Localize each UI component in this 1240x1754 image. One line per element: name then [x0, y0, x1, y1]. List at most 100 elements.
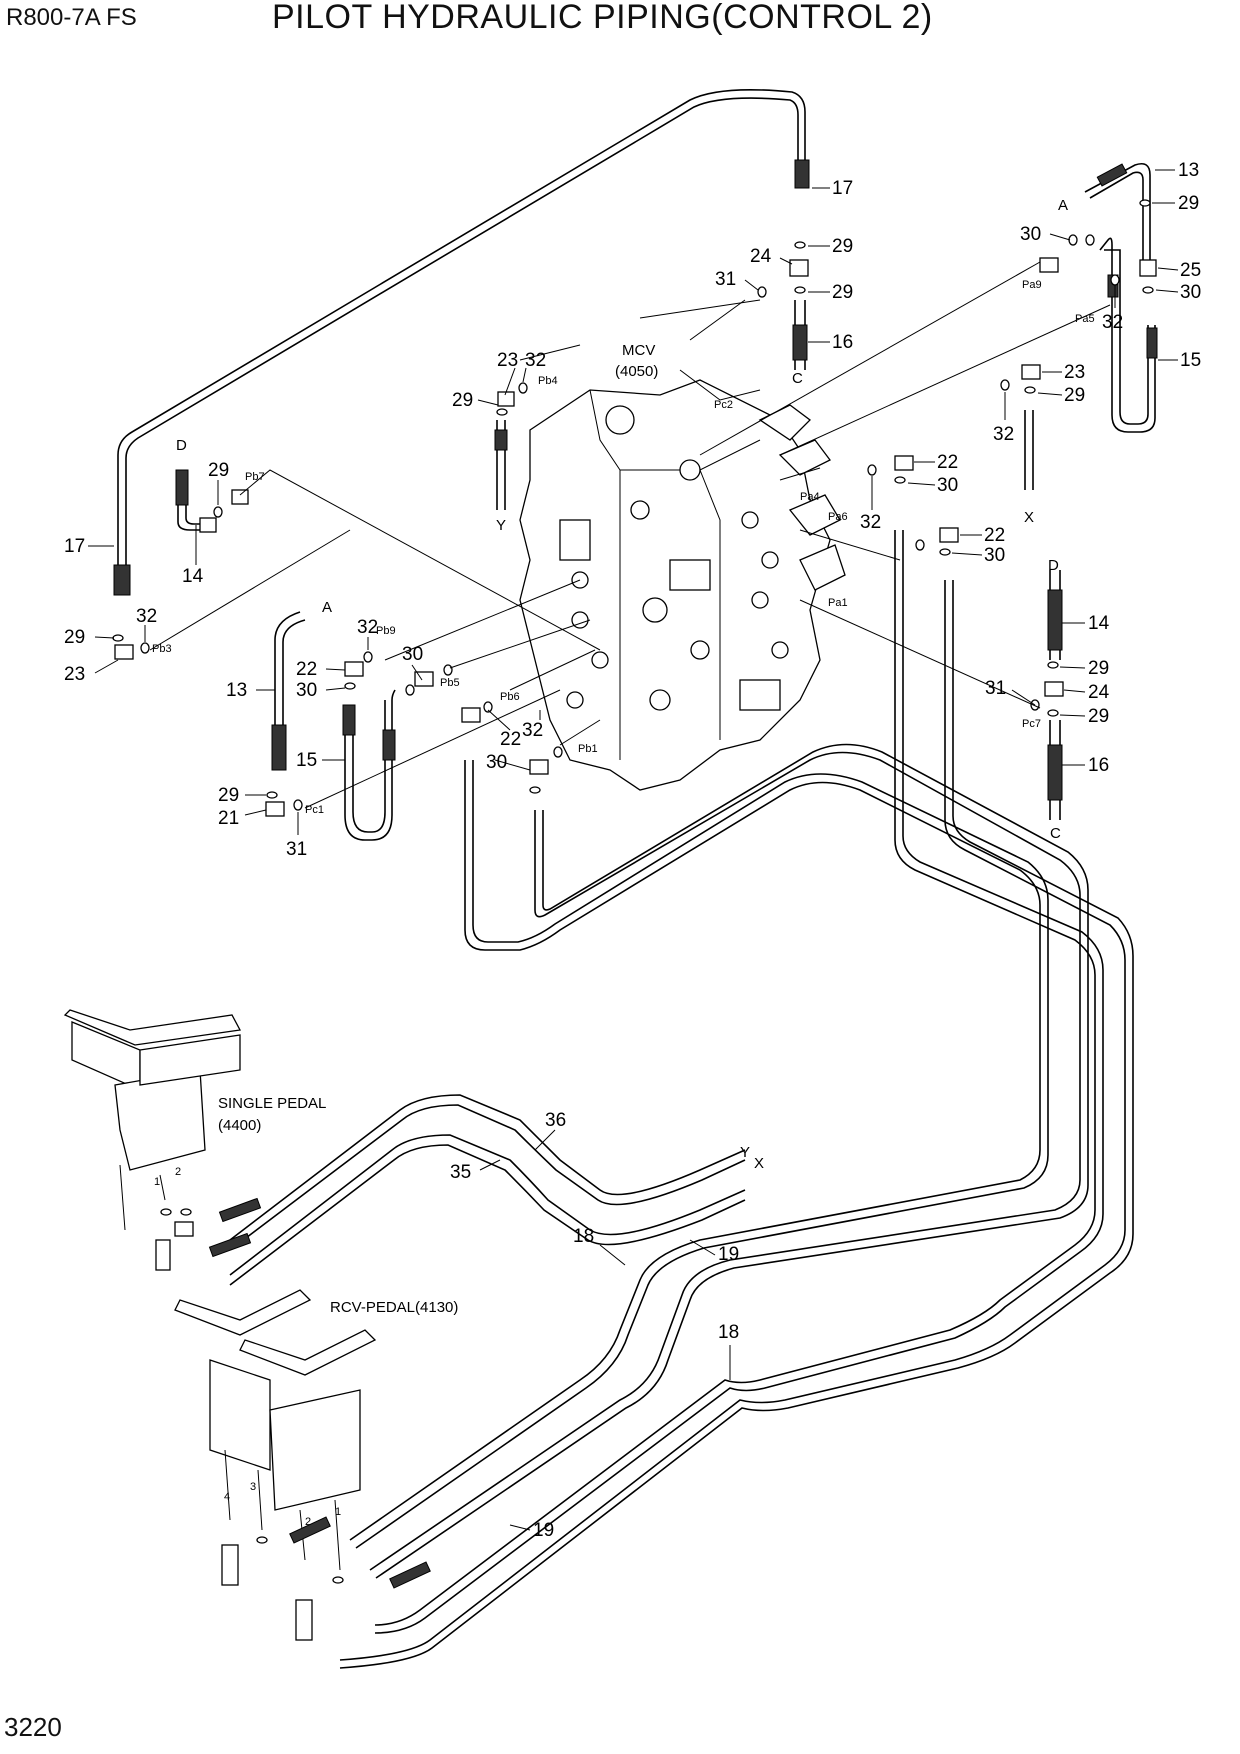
single-pedal-code: (4400) [218, 1117, 261, 1134]
callout: 22 [937, 452, 958, 473]
rcv-pedal-label: RCV-PEDAL(4130) [330, 1299, 458, 1316]
port-label: Pb1 [578, 743, 598, 755]
hose-y-left [494, 420, 508, 510]
port-label: Pa6 [828, 511, 848, 523]
callout: 29 [64, 627, 85, 648]
callout: 32 [136, 606, 157, 627]
hose-18-19-upper [349, 743, 1089, 1579]
pedal-port-number: 2 [175, 1166, 181, 1178]
callout: 29 [832, 236, 853, 257]
hose-14-right [1047, 570, 1063, 660]
hose-x-right [1024, 410, 1034, 490]
callout: 30 [984, 545, 1005, 566]
port-label: Pb7 [245, 471, 265, 483]
callout: 29 [1178, 193, 1199, 214]
connector-letter: C [1050, 825, 1061, 842]
callout: 32 [993, 424, 1014, 445]
single-pedal [63, 1009, 262, 1271]
callout: 29 [208, 460, 229, 481]
connector-letter: Y [496, 517, 506, 534]
callout: 16 [832, 332, 853, 353]
fittings [112, 199, 1157, 817]
callout: 19 [718, 1244, 739, 1265]
connector-letter: A [1058, 197, 1068, 214]
port-label: Pb6 [500, 691, 520, 703]
callout: 30 [1180, 282, 1201, 303]
callout: 32 [522, 720, 543, 741]
connector-letter: X [754, 1155, 764, 1172]
callout: 25 [1180, 260, 1201, 281]
hose-17-long [113, 89, 810, 596]
callout: 23 [64, 664, 85, 685]
port-label: Pa9 [1022, 279, 1042, 291]
pedal-port-number: 3 [250, 1481, 256, 1493]
callout: 31 [286, 839, 307, 860]
pedal-port-number: 4 [224, 1491, 230, 1503]
callout: 14 [182, 566, 204, 587]
connector-letter: C [792, 370, 803, 387]
mcv-label: MCV [622, 342, 655, 359]
port-label: Pa5 [1075, 313, 1095, 325]
callout: 24 [750, 246, 772, 267]
rcv-pedal [174, 1289, 431, 1641]
port-label: Pb9 [376, 625, 396, 637]
callout: 19 [533, 1520, 554, 1541]
callout: 30 [1020, 224, 1041, 245]
callout: 22 [500, 729, 521, 750]
callout: 32 [860, 512, 881, 533]
hose-13-right [1084, 162, 1151, 260]
callout: 13 [1178, 160, 1199, 181]
callout: 35 [450, 1162, 471, 1183]
connector-letters: C A Y X D A D C Y X [176, 197, 1068, 1172]
page-title: PILOT HYDRAULIC PIPING(CONTROL 2) [272, 0, 933, 36]
hose-15-right [1099, 237, 1158, 433]
connector-letter: A [322, 599, 332, 616]
callout: 14 [1088, 613, 1110, 634]
callout: 17 [832, 178, 853, 199]
single-pedal-label: SINGLE PEDAL [218, 1095, 326, 1112]
callout: 32 [1102, 312, 1123, 333]
mcv-code: (4050) [615, 363, 658, 380]
callout-labels: 17 29 24 31 29 16 13 29 30 25 30 32 15 2… [64, 160, 1201, 1541]
port-label: Pc2 [714, 399, 733, 411]
callout: 29 [452, 390, 473, 411]
hose-16-right [1047, 720, 1063, 820]
callout: 15 [1180, 350, 1201, 371]
port-label: Pb4 [538, 375, 558, 387]
callout: 18 [718, 1322, 739, 1343]
pedal-port-numbers: 1 2 4 3 2 1 [154, 1166, 341, 1528]
callout: 22 [296, 659, 317, 680]
callout: 23 [1064, 362, 1085, 383]
callout: 22 [984, 525, 1005, 546]
port-label: Pb5 [440, 677, 460, 689]
callout: 36 [545, 1110, 566, 1131]
leader-lines [88, 169, 1179, 1531]
callout: 24 [1088, 682, 1110, 703]
port-label: Pc1 [305, 804, 324, 816]
callout: 31 [715, 269, 736, 290]
hose-14-left [175, 469, 200, 531]
port-label: Pb3 [152, 643, 172, 655]
connector-letter: Y [740, 1144, 750, 1161]
connector-letter: X [1024, 509, 1034, 526]
assembly-labels: MCV (4050) SINGLE PEDAL (4400) RCV-PEDAL… [218, 342, 658, 1316]
callout: 15 [296, 750, 317, 771]
pedal-port-number: 1 [154, 1176, 160, 1188]
callout: 29 [218, 785, 239, 806]
callout: 29 [832, 282, 853, 303]
port-labels: Pb4 Pc2 Pa9 Pa5 Pb7 Pa4 Pa6 Pb3 Pb9 Pb5 … [152, 279, 1095, 816]
hose-13-left [271, 611, 306, 771]
connector-letter: D [1048, 557, 1059, 574]
callout: 30 [296, 680, 317, 701]
callout: 30 [486, 752, 507, 773]
pedal-port-number: 2 [305, 1516, 311, 1528]
page-number: 3220 [4, 1712, 62, 1742]
hose-15-left [342, 689, 396, 841]
callout: 29 [1088, 706, 1109, 727]
callout: 23 [497, 350, 518, 371]
callout: 13 [226, 680, 247, 701]
callout: 32 [357, 617, 378, 638]
callout: 31 [985, 678, 1006, 699]
model-code: R800-7A FS [6, 4, 137, 31]
port-label: Pa4 [800, 491, 820, 503]
